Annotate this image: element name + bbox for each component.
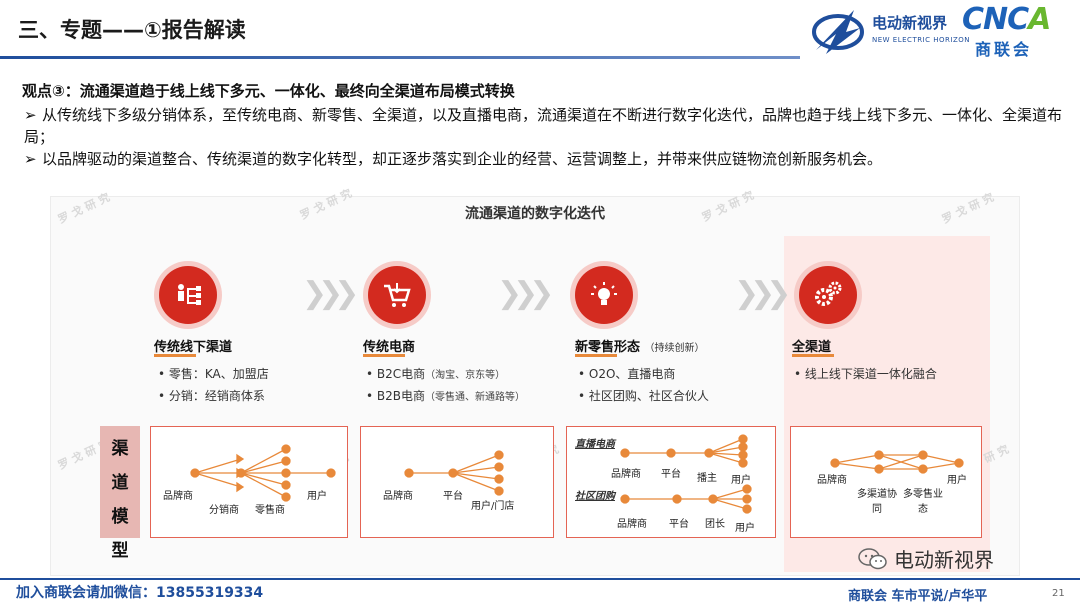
model-ecommerce: 品牌商 平台 用户/门店 [360,426,554,538]
stage-item: • 分销：经销商体系 [158,389,265,403]
ev-horizon-logo-icon [812,10,864,54]
node-distributor: 分销商 [209,505,239,516]
node-user-store: 用户/门店 [471,501,515,512]
viewpoint-heading: 观点③：流通渠道趋于线上线下多元、一体化、最终向全渠道布局模式转换 [22,82,515,100]
stage-title-omni-channel: 全渠道 [792,340,832,355]
wechat-account-name: 电动新视界 [894,548,994,572]
lightbulb-icon [575,266,633,324]
stage-item-note: （淘宝、京东等） [425,370,506,381]
stage-title-note: （持续创新） [644,343,705,354]
model-new-retail: 直播电商 品牌商 平台 播主 用户 社区团购 品牌商 平台 团长 用户 [566,426,776,538]
cnca-logo-a: A [1028,2,1051,37]
stage-title-ecommerce: 传统电商 [363,340,416,355]
model-label-char: 渠 [111,439,129,459]
header-divider [0,56,800,59]
node-user: 用户 [735,523,755,534]
page-number: 21 [1052,588,1065,599]
stage-underline [575,354,617,357]
model-omni-channel-tree [830,450,964,474]
node-platform: 平台 [661,469,681,480]
footer-divider [0,578,1080,580]
node-platform: 平台 [669,519,689,530]
stage-arrows-icon: ❯❯❯ [734,276,792,311]
bullet-arrow-icon: ➢ [24,106,37,124]
node-multi-retail-format: 多零售业态 [903,489,943,515]
stage-underline [363,354,405,357]
stage-underline [792,354,834,357]
stage-arrows-icon: ❯❯❯ [497,276,555,311]
stage-item-text: • B2C电商 [366,367,426,381]
node-streamer: 播主 [697,473,717,484]
model-omni-channel: 品牌商 多渠道协同 多零售业态 用户 [790,426,982,538]
footer-contact: 加入商联会请加微信：13855319334 [16,585,264,601]
node-group-leader: 团长 [705,519,725,530]
stage-item: • O2O、直播电商 [578,367,676,381]
stage-item: • 零售：KA、加盟店 [158,367,269,381]
node-brand: 品牌商 [817,475,847,486]
shopping-cart-icon [368,266,426,324]
channel-community-group-buying: 社区团购 [575,491,615,502]
stage-item: • B2B电商（零售通、新通路等） [366,387,525,404]
ev-horizon-logo-sub: NEW ELECTRIC HORIZON [872,36,970,44]
stage-title-new-retail: 新零售形态 （持续创新） [575,336,705,355]
model-label-char: 模 [111,507,129,527]
stage-item-note: （零售通、新通路等） [425,392,525,403]
model-label-char: 道 [111,473,129,493]
channel-live-commerce: 直播电商 [575,439,615,450]
stage-title-offline: 传统线下渠道 [154,340,233,355]
bullet-1: ➢从传统线下多级分销体系，至传统电商、新零售、全渠道，以及直播电商，流通渠道在不… [24,104,1064,148]
stage-item: • 线上线下渠道一体化融合 [794,367,937,381]
channel-model-label: 渠 道 模 型 [100,426,140,561]
node-brand: 品牌商 [383,491,413,502]
node-user: 用户 [731,475,751,486]
org-chart-icon [159,266,217,324]
diagram-title: 流通渠道的数字化迭代 [465,206,605,222]
node-platform: 平台 [443,491,463,502]
node-user: 用户 [307,491,327,502]
bullet-2-text: 以品牌驱动的渠道整合、传统渠道的数字化转型，却正逐步落实到企业的经营、运营调整上… [42,150,883,168]
gears-icon [799,266,857,324]
stage-item: • 社区团购、社区合伙人 [578,389,709,403]
node-retailer: 零售商 [255,505,285,516]
model-offline-tree [190,444,336,502]
node-user: 用户 [947,475,967,486]
stage-title-text: 新零售形态 [575,340,641,355]
model-offline: 品牌商 分销商 零售商 用户 [150,426,348,538]
ev-horizon-logo-name: 电动新视界 [872,14,948,32]
node-brand: 品牌商 [163,491,193,502]
node-multi-channel: 多渠道协同 [857,489,897,515]
cnca-logo: CNCA [962,2,1051,37]
model-ecommerce-tree [404,450,504,496]
stage-arrows-icon: ❯❯❯ [302,276,360,311]
bullet-2: ➢ 以品牌驱动的渠道整合、传统渠道的数字化转型，却正逐步落实到企业的经营、运营调整… [24,148,1064,170]
cnca-logo-sub: 商联会 [975,40,1033,59]
model-label-char: 型 [111,541,129,561]
wechat-icon [858,548,887,570]
stage-item: • B2C电商（淘宝、京东等） [366,365,505,382]
stage-item-text: • B2B电商 [366,389,425,403]
bullet-arrow-icon: ➢ [24,150,37,168]
stage-underline [154,354,196,357]
bullet-1-text: 从传统线下多级分销体系，至传统电商、新零售、全渠道，以及直播电商，流通渠道在不断… [24,106,1063,146]
node-brand: 品牌商 [611,469,641,480]
page-title: 三、专题——①报告解读 [18,18,246,42]
model-new-retail-tree [620,434,752,514]
node-brand: 品牌商 [617,519,647,530]
cnca-logo-main: CNC [962,2,1029,37]
footer-source: 商联会 车市平说/卢华平 [848,589,988,604]
